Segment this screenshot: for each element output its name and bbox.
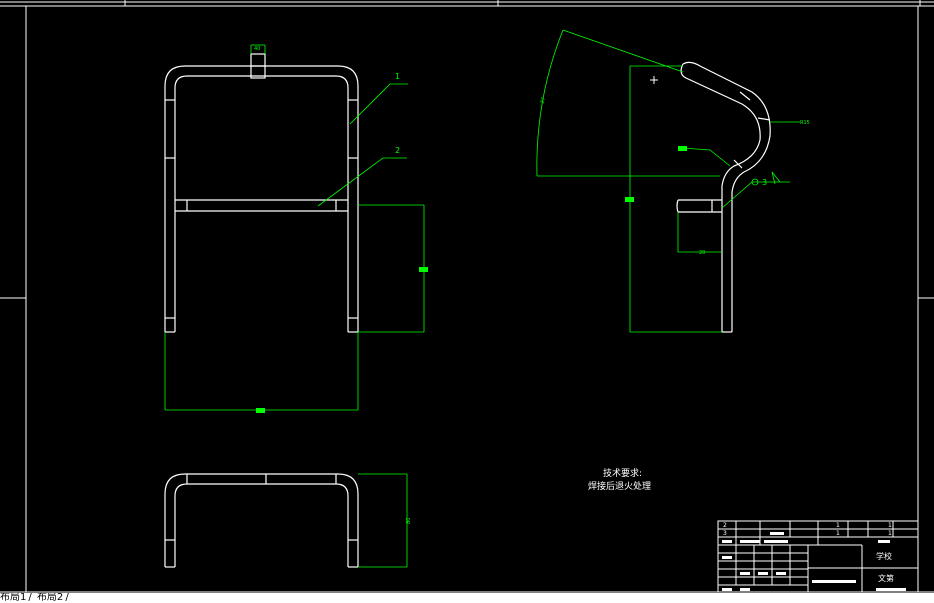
title-block-subject: 文第 [878, 573, 894, 583]
title-block-fills [722, 532, 906, 591]
title-block-cell: 1 [888, 522, 892, 529]
dim-arc: 37 [539, 97, 547, 105]
crosshair-cursor-icon [650, 76, 658, 84]
title-block-cell: 1 [888, 530, 892, 537]
title-block-cell: 1 [836, 530, 840, 537]
dim-small: 20 [699, 250, 705, 256]
front-view[interactable] [164, 53, 359, 333]
front-view-dimensions [164, 44, 425, 411]
callout-1: 1 [395, 72, 400, 81]
grip-side-mid[interactable] [678, 146, 687, 151]
tab-separator: / [65, 593, 69, 603]
title-block-cell: 1 [836, 522, 840, 529]
callout-2: 2 [395, 146, 400, 155]
dim-height-bottom: 80 [406, 518, 412, 524]
title-block-cell: 3 [723, 530, 727, 537]
tab-separator: / [28, 593, 32, 603]
top-view[interactable] [164, 473, 359, 568]
grip-bottom[interactable] [256, 408, 265, 413]
notes-title: 技术要求: [603, 467, 642, 479]
title-block-cell: 2 [723, 522, 727, 529]
grip-right[interactable] [419, 267, 428, 272]
grip-side-left[interactable] [625, 197, 634, 202]
dim-top-tab: 40 [254, 46, 260, 52]
tab-layout-2[interactable]: 布局2 [36, 593, 64, 603]
notes-line1: 焊接后退火处理 [588, 480, 651, 492]
callout-3: 3 [762, 178, 767, 187]
dim-radius: R15 [800, 120, 810, 126]
tab-layout-1[interactable]: 布局1 [0, 593, 27, 603]
title-block-school: 学校 [876, 551, 892, 561]
title-block [717, 520, 919, 593]
side-view-dimensions [536, 29, 800, 333]
layout-tabs[interactable]: 布局1/ 布局2/ [0, 593, 934, 603]
top-view-dimensions [358, 473, 408, 568]
side-view[interactable] [676, 61, 771, 333]
